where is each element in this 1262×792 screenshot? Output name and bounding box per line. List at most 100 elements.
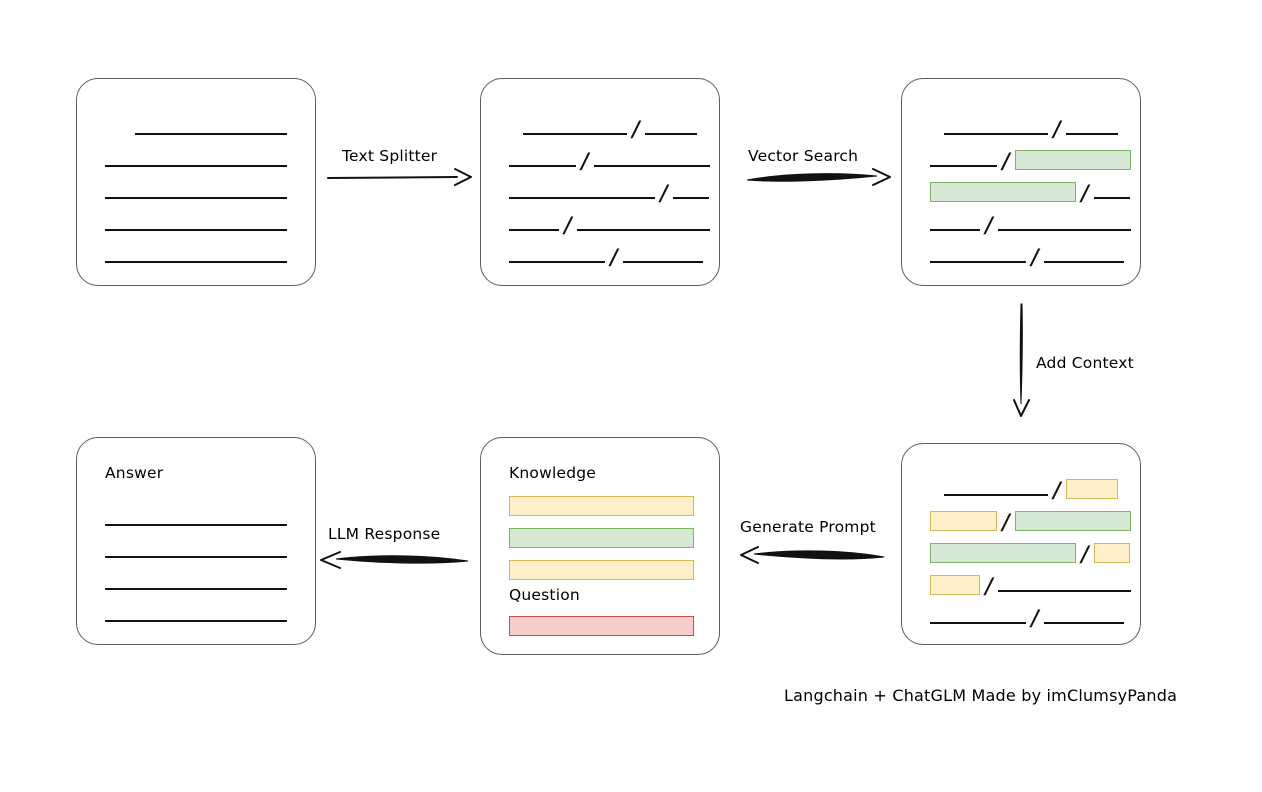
chunk-segment bbox=[930, 249, 1026, 263]
chunk-segment bbox=[1043, 249, 1124, 263]
answer-label: Answer bbox=[105, 464, 164, 482]
question-bar-red bbox=[509, 616, 694, 636]
chunk-row: / bbox=[481, 209, 719, 237]
chunk-segment bbox=[997, 578, 1131, 592]
highlight-bar-yellow bbox=[930, 511, 997, 531]
chunk-segment bbox=[644, 121, 697, 135]
knowledge-bar-yellow bbox=[509, 496, 694, 516]
highlight-bar-green bbox=[1014, 150, 1131, 170]
highlight-bar-yellow bbox=[930, 575, 980, 595]
box-prompt[interactable]: Knowledge Question bbox=[480, 437, 720, 655]
box-split-chunks[interactable]: / / / / / bbox=[480, 78, 720, 286]
text-line bbox=[105, 249, 287, 263]
chunk-segment bbox=[1065, 121, 1118, 135]
chunk-row: / bbox=[902, 474, 1140, 502]
chunk-separator: / bbox=[610, 244, 618, 269]
highlight-bar-yellow bbox=[1093, 543, 1130, 563]
chunk-segment bbox=[523, 121, 627, 135]
chunk-segment bbox=[930, 153, 997, 167]
chunk-segment bbox=[930, 610, 1026, 624]
chunk-segment bbox=[509, 249, 605, 263]
box-context-added-chunks[interactable]: / / / / / bbox=[901, 443, 1141, 645]
chunk-separator: / bbox=[985, 573, 993, 598]
chunk-separator: / bbox=[1053, 116, 1061, 141]
arrow-label-vector-search: Vector Search bbox=[748, 147, 859, 165]
chunk-row: / bbox=[481, 113, 719, 141]
arrow-label-add-context: Add Context bbox=[1036, 354, 1134, 372]
highlight-bar-yellow bbox=[1065, 479, 1118, 499]
chunk-separator: / bbox=[1053, 477, 1061, 502]
chunk-segment bbox=[622, 249, 703, 263]
chunk-row: / bbox=[481, 145, 719, 173]
chunk-separator: / bbox=[985, 212, 993, 237]
chunk-row: / bbox=[902, 506, 1140, 534]
chunk-segment bbox=[509, 185, 655, 199]
chunk-row: / bbox=[902, 209, 1140, 237]
box-answer[interactable]: Answer bbox=[76, 437, 316, 645]
text-line bbox=[135, 121, 287, 135]
chunk-segment bbox=[930, 217, 980, 231]
arrow-label-text-splitter: Text Splitter bbox=[342, 147, 438, 165]
text-line bbox=[105, 544, 287, 558]
document-row bbox=[77, 241, 315, 263]
chunk-segment bbox=[593, 153, 710, 167]
chunk-separator: / bbox=[581, 148, 589, 173]
chunk-separator: / bbox=[564, 212, 572, 237]
box-vector-matched-chunks[interactable]: / / / / / bbox=[901, 78, 1141, 286]
chunk-row: / bbox=[481, 177, 719, 205]
arrow-generate-prompt bbox=[740, 546, 885, 564]
chunk-separator: / bbox=[660, 180, 668, 205]
chunk-row: / bbox=[902, 570, 1140, 598]
chunk-row: / bbox=[902, 113, 1140, 141]
text-line bbox=[105, 576, 287, 590]
knowledge-label: Knowledge bbox=[509, 464, 597, 482]
chunk-row: / bbox=[902, 241, 1140, 269]
highlight-bar-green bbox=[1014, 511, 1131, 531]
answer-row bbox=[77, 600, 315, 622]
chunk-row: / bbox=[481, 241, 719, 269]
answer-row bbox=[77, 568, 315, 590]
chunk-separator: / bbox=[632, 116, 640, 141]
chunk-separator: / bbox=[1002, 509, 1010, 534]
document-row bbox=[77, 145, 315, 167]
chunk-separator: / bbox=[1081, 541, 1089, 566]
document-row bbox=[77, 177, 315, 199]
box-source-document[interactable] bbox=[76, 78, 316, 286]
chunk-segment bbox=[576, 217, 710, 231]
text-line bbox=[105, 185, 287, 199]
arrow-vector-search bbox=[746, 168, 891, 186]
chunk-row: / bbox=[902, 145, 1140, 173]
text-line bbox=[105, 608, 287, 622]
chunk-separator: / bbox=[1031, 605, 1039, 630]
chunk-segment bbox=[1043, 610, 1124, 624]
document-row bbox=[77, 113, 315, 135]
highlight-bar-green bbox=[930, 182, 1076, 202]
answer-row bbox=[77, 536, 315, 558]
chunk-segment bbox=[944, 121, 1048, 135]
chunk-segment bbox=[509, 153, 576, 167]
document-row bbox=[77, 209, 315, 231]
knowledge-bar-yellow bbox=[509, 560, 694, 580]
chunk-row: / bbox=[902, 602, 1140, 630]
chunk-row: / bbox=[902, 177, 1140, 205]
chunk-segment bbox=[672, 185, 709, 199]
chunk-separator: / bbox=[1031, 244, 1039, 269]
chunk-segment bbox=[1093, 185, 1130, 199]
arrow-text-splitter bbox=[327, 168, 472, 186]
text-line bbox=[105, 512, 287, 526]
knowledge-bar-green bbox=[509, 528, 694, 548]
chunk-segment bbox=[997, 217, 1131, 231]
arrow-add-context bbox=[1013, 303, 1030, 417]
footer-caption: Langchain + ChatGLM Made by imClumsyPand… bbox=[784, 686, 1178, 705]
text-line bbox=[105, 153, 287, 167]
chunk-row: / bbox=[902, 538, 1140, 566]
chunk-separator: / bbox=[1081, 180, 1089, 205]
arrow-llm-response bbox=[320, 551, 469, 569]
text-line bbox=[105, 217, 287, 231]
chunk-segment bbox=[509, 217, 559, 231]
chunk-separator: / bbox=[1002, 148, 1010, 173]
arrow-label-llm-response: LLM Response bbox=[328, 525, 441, 543]
answer-row bbox=[77, 504, 315, 526]
chunk-segment bbox=[944, 482, 1048, 496]
